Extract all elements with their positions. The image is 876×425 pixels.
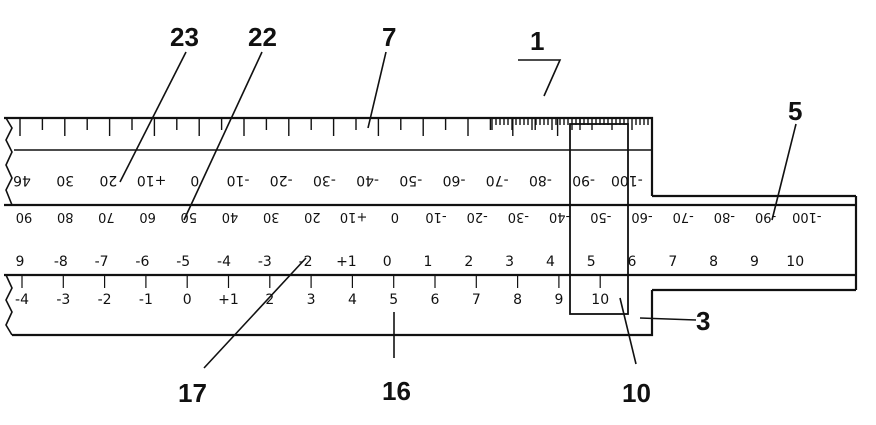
slide-lower-label: -8 [54, 254, 68, 270]
top-scale-label: 30 [56, 172, 74, 188]
top-scale-label: -80 [529, 172, 552, 188]
slide[interactable] [4, 194, 858, 292]
top-scale-label: -100 [611, 172, 643, 188]
bottom-scale-label: 10 [591, 292, 609, 308]
bottom-scale-label: 9 [554, 292, 563, 308]
bottom-scale-label: 5 [389, 292, 398, 308]
slide-upper-label: -50 [590, 209, 611, 224]
reference-numerals: 23 22 7 1 5 3 10 16 17 [170, 22, 802, 408]
bottom-scale-label: -4 [15, 292, 29, 308]
top-scale-label: -10 [227, 172, 250, 188]
ref-23: 23 [170, 22, 199, 52]
top-scale-label: -70 [486, 172, 509, 188]
slide-lower-label: -4 [217, 254, 231, 270]
top-scale-label: -90 [572, 172, 595, 188]
slide-lower-label: 9 [16, 254, 25, 270]
slide-upper-label: 20 [304, 209, 321, 224]
slide-upper-label: -100 [792, 209, 822, 224]
bottom-scale-label: 4 [348, 292, 357, 308]
bottom-scale-label: +1 [218, 292, 239, 308]
top-tick-scale [19, 118, 649, 136]
slide-upper-label: -60 [631, 209, 652, 224]
cursor-window[interactable] [569, 123, 629, 315]
top-scale-label: -60 [443, 172, 466, 188]
slide-lower-label: 0 [383, 254, 392, 270]
bottom-scale-label: 0 [183, 292, 192, 308]
slide-lower-label: 10 [786, 254, 804, 270]
bottom-scale: -4 -3 -2 -1 0 +1 2 3 4 5 6 7 8 9 10 [15, 276, 609, 308]
bottom-scale-label: -3 [56, 292, 70, 308]
slide-lower-label: 3 [505, 254, 514, 270]
slide-upper-label: +10 [340, 209, 367, 224]
bottom-scale-label: 7 [472, 292, 481, 308]
slide-lower-label: 8 [709, 254, 718, 270]
slide-upper-label: -10 [425, 209, 446, 224]
top-scale-label: -20 [270, 172, 293, 188]
slide-lower-label: 1 [424, 254, 433, 270]
leader-lines [119, 51, 797, 369]
slide-lower-label: 5 [587, 254, 596, 270]
top-scale-label: +10 [137, 172, 167, 188]
bottom-scale-label: 3 [307, 292, 316, 308]
slide-lower-label: 9 [750, 254, 759, 270]
rule-body [4, 116, 654, 337]
slide-lower-label: 7 [668, 254, 677, 270]
bottom-scale-label: 6 [431, 292, 440, 308]
top-scale-label: -30 [313, 172, 336, 188]
slide-upper-label: -90 [755, 209, 776, 224]
top-scale-label: -50 [399, 172, 422, 188]
bottom-scale-label: 2 [265, 292, 274, 308]
top-scale-label: -40 [356, 172, 379, 188]
slide-upper-label: 30 [263, 209, 280, 224]
slide-lower-label: -2 [299, 254, 313, 270]
ref-10: 10 [622, 378, 651, 408]
top-inverted-scale: 46 30 20 +10 0 -10 -20 -30 -40 -50 -60 -70 -80 -90 -10… [13, 172, 643, 188]
slide-lower-label: 2 [464, 254, 473, 270]
slide-lower-label: 6 [628, 254, 637, 270]
ref-1: 1 [530, 26, 544, 56]
slide-lower-label: -6 [135, 254, 149, 270]
slide-upper-label: 40 [222, 209, 239, 224]
ref-7: 7 [382, 22, 396, 52]
ref-16: 16 [382, 376, 411, 406]
ref-22: 22 [248, 22, 277, 52]
slide-upper-label: 0 [391, 209, 399, 224]
slide-lower-label: -7 [95, 254, 109, 270]
slide-upper-label: 90 [16, 209, 33, 224]
ref-3: 3 [696, 306, 710, 336]
top-scale-label: 46 [13, 172, 31, 188]
slide-lower-label: 4 [546, 254, 555, 270]
slide-upper-label: -70 [673, 209, 694, 224]
bottom-scale-label: -1 [139, 292, 153, 308]
slide-lower-label: -3 [258, 254, 272, 270]
slide-upper-label: 60 [139, 209, 156, 224]
bottom-scale-label: -2 [98, 292, 112, 308]
slide-upper-label: -20 [467, 209, 488, 224]
slide-upper-label: -40 [549, 209, 570, 224]
slide-upper-label: 70 [98, 209, 115, 224]
slide-lower-scale: 9 -8 -7 -6 -5 -4 -3 -2 +1 0 1 2 3 4 5 6 7 8 9 10 [16, 254, 805, 270]
slide-upper-label: 80 [57, 209, 74, 224]
bottom-scale-label: 8 [513, 292, 522, 308]
slide-upper-label: -80 [714, 209, 735, 224]
top-scale-label: 20 [99, 172, 117, 188]
ref-17: 17 [178, 378, 207, 408]
top-scale-label: 0 [190, 172, 199, 188]
ref-5: 5 [788, 96, 802, 126]
slide-lower-label: +1 [336, 254, 357, 270]
slide-lower-label: -5 [176, 254, 190, 270]
slide-upper-label: -30 [508, 209, 529, 224]
